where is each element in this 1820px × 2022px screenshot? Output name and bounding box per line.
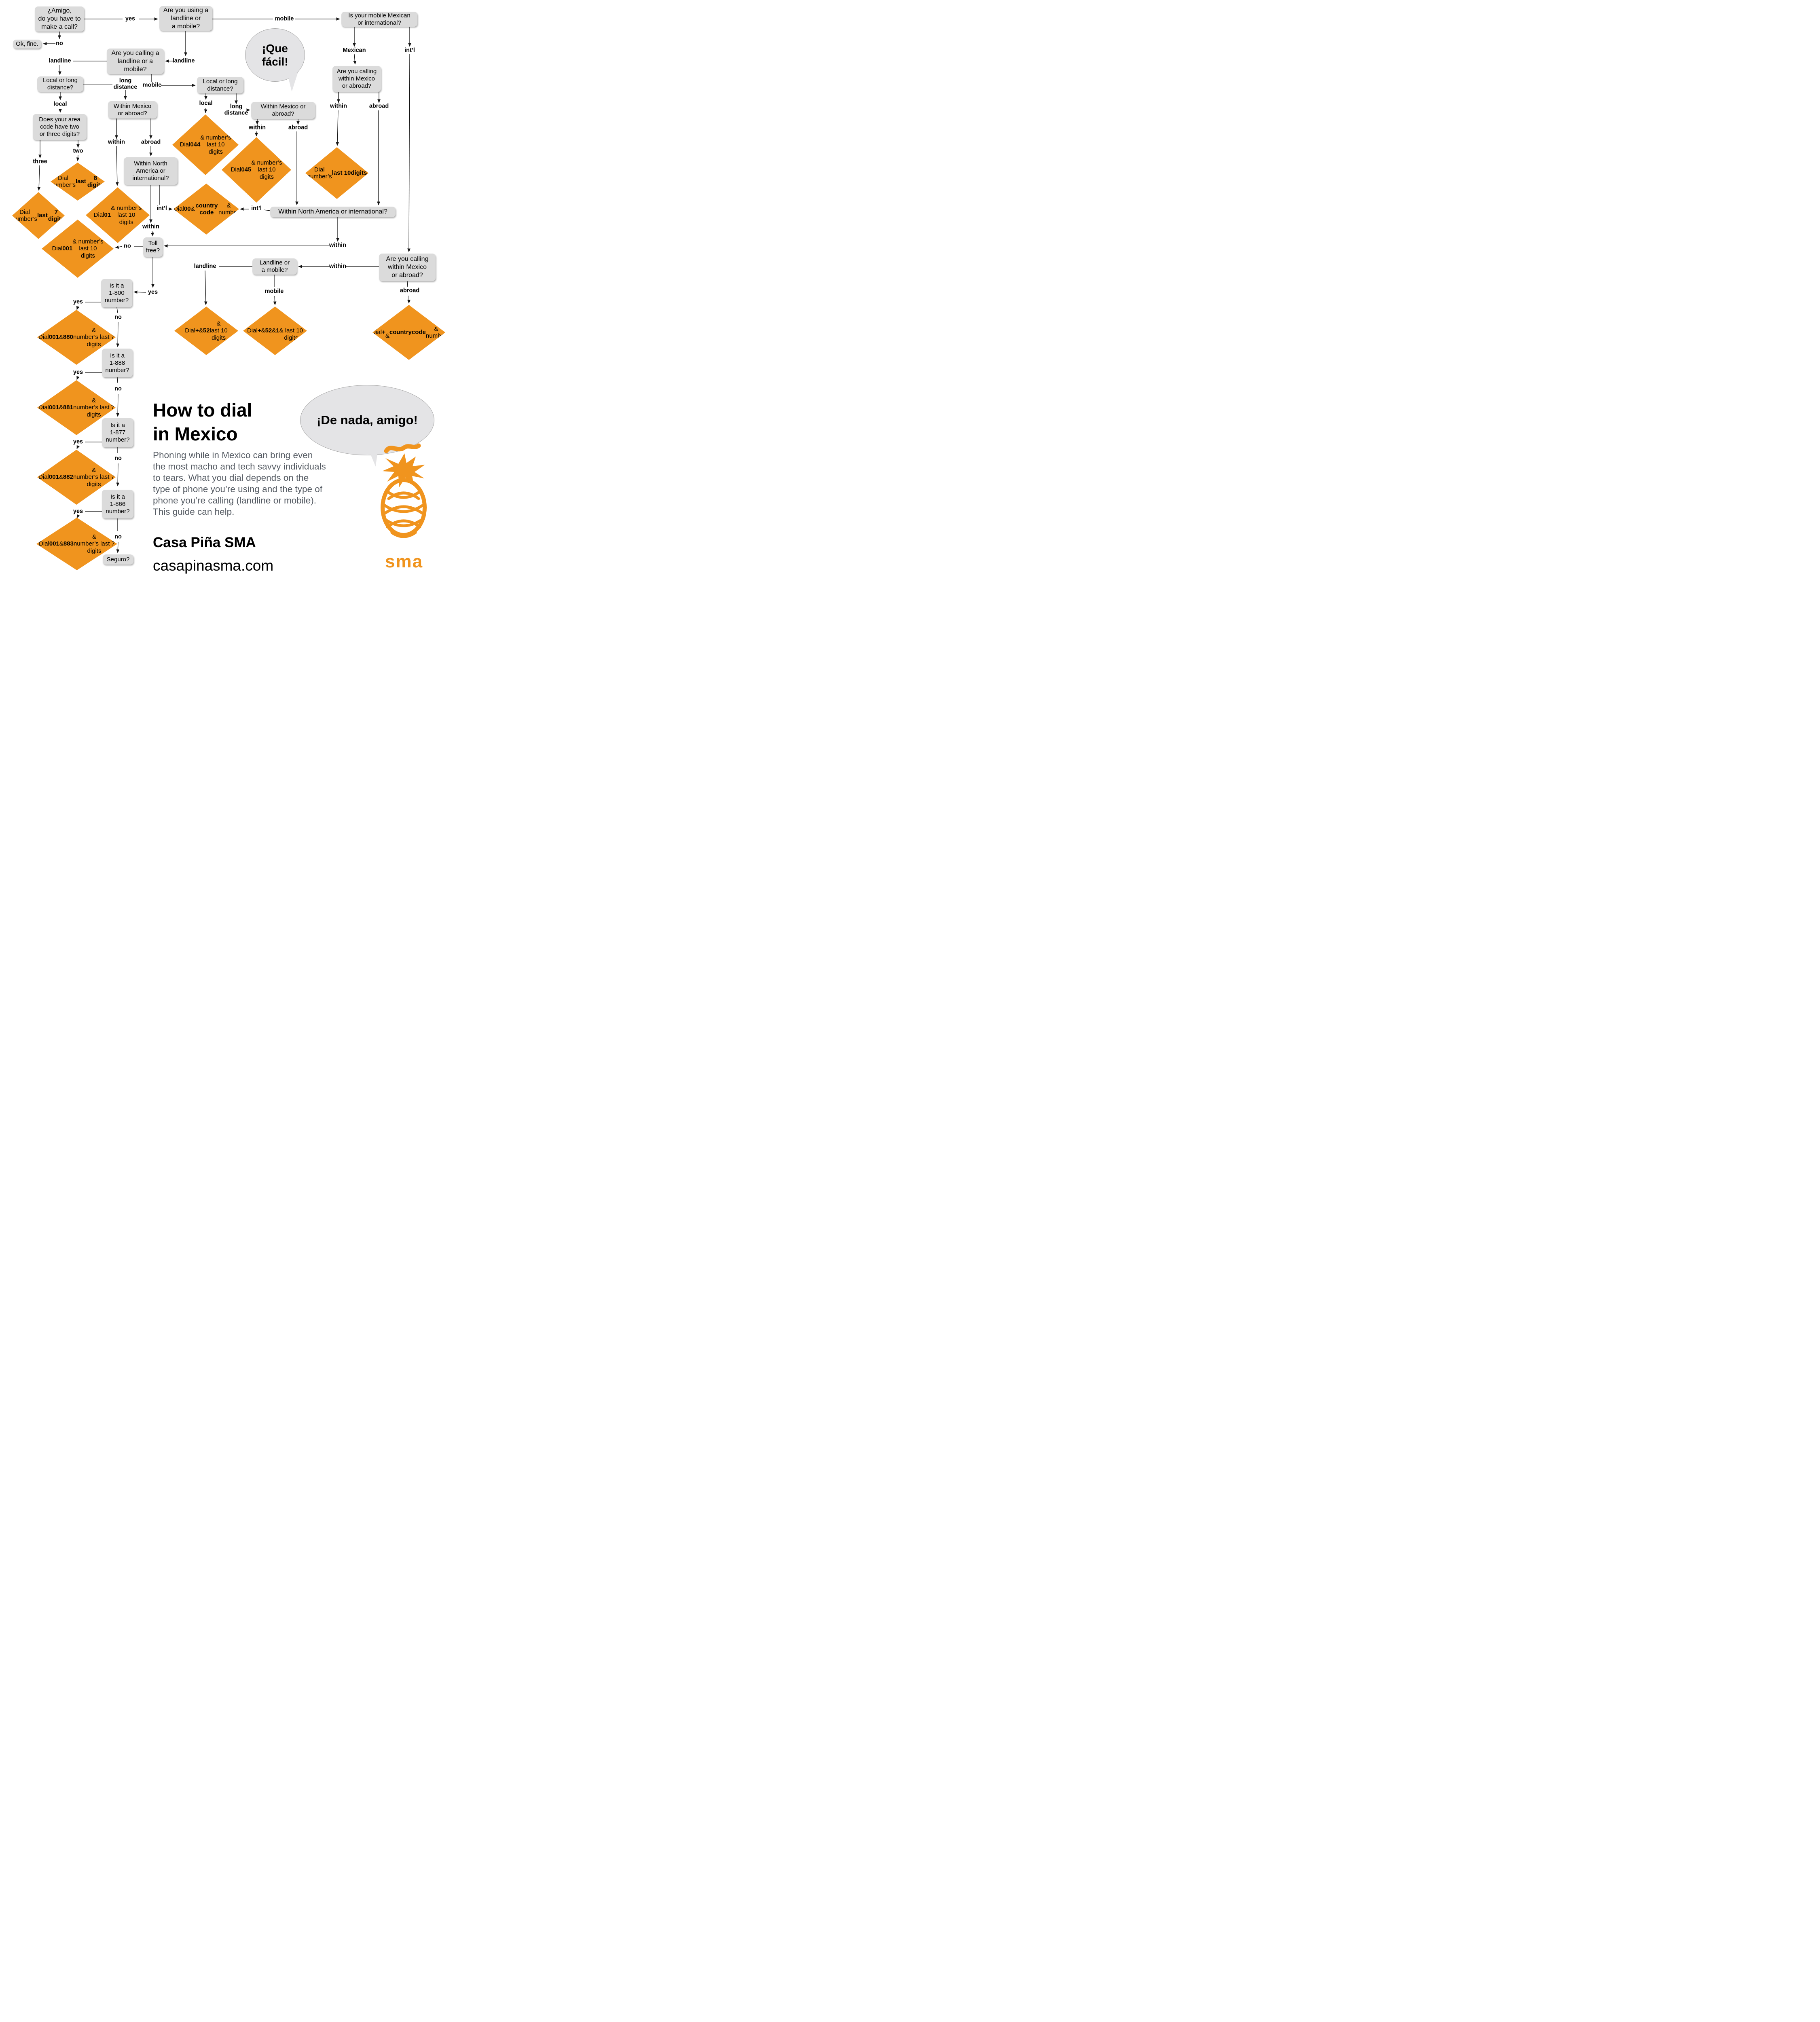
brand-website: casapinasma.com (153, 557, 274, 574)
node-question-calling-landline-or-mobile: Are you calling a landline or a mobile? (107, 49, 164, 74)
node-question-toll-free: Toll free? (143, 237, 163, 257)
edge-label-within: within (329, 263, 346, 270)
edge-label-intl: int’l (404, 47, 415, 54)
edge-label-mobile: mobile (265, 288, 284, 295)
edge-label-no: no (114, 314, 122, 321)
edge-label-no: no (114, 533, 122, 540)
node-question-local-or-long-distance-left: Local or long distance? (37, 76, 83, 92)
edge-label-three: three (33, 158, 47, 165)
node-question-make-a-call: ¿Amigo, do you have to make a call? (35, 6, 84, 32)
edge-label-within: within (329, 242, 346, 249)
node-question-within-mexico-or-abroad-left: Within Mexico or abroad? (108, 101, 157, 118)
edge-label-mexican: Mexican (343, 47, 366, 54)
edge-label-abroad: abroad (141, 139, 161, 146)
node-question-local-or-long-distance-mid: Local or long distance? (197, 77, 243, 93)
node-question-1877-number: Is it a 1-877 number? (102, 418, 133, 447)
node-question-calling-within-mexico-far-right: Are you calling within Mexico or abroad? (379, 254, 436, 281)
node-question-within-north-america-left: Within North America or international? (124, 157, 178, 185)
edge-label-abroad: abroad (369, 103, 389, 110)
flow-connectors (37, 17, 411, 553)
edge-label-intl: int’l (157, 205, 167, 212)
edge-label-yes: yes (125, 15, 135, 22)
edge-label-yes: yes (148, 289, 158, 296)
edge-label-landline: landline (172, 57, 195, 64)
edge-label-intl: int’l (251, 205, 262, 212)
edge-label-yes: yes (73, 298, 83, 305)
edge-label-yes: yes (73, 369, 83, 376)
edge-label-yes: yes (73, 438, 83, 445)
node-question-1800-number: Is it a 1-800 number? (101, 279, 132, 307)
speech-bubble-de-nada: ¡De nada, amigo! (300, 385, 434, 455)
edge-label-long-distance: long distance (113, 77, 138, 90)
edge-label-within: within (142, 223, 159, 230)
node-question-landline-or-mobile-bottom: Landline or a mobile? (252, 258, 297, 275)
node-question-within-mexico-or-abroad-mid: Within Mexico or abroad? (251, 102, 315, 119)
edge-label-local: local (53, 101, 67, 108)
poster-paragraph: Phoning while in Mexico can bring even t… (153, 450, 326, 517)
node-question-using-landline-or-mobile: Are you using a landline or a mobile? (159, 6, 212, 31)
edge-label-no: no (124, 243, 131, 250)
flowchart-canvas: ¿Amigo, do you have to make a call? Ok, … (0, 0, 455, 607)
edge-label-within: within (108, 139, 125, 146)
edge-label-abroad: abroad (288, 124, 308, 131)
edge-label-no: no (114, 455, 122, 462)
edge-label-within: within (249, 124, 266, 131)
edge-label-local: local (199, 100, 213, 107)
node-question-calling-within-mexico-mobile: Are you calling within Mexico or abroad? (332, 66, 381, 92)
node-question-1888-number: Is it a 1-888 number? (102, 349, 133, 377)
node-question-1866-number: Is it a 1-866 number? (102, 490, 133, 518)
edge-label-mobile: mobile (275, 15, 294, 22)
pineapple-logo-icon (381, 443, 427, 538)
node-question-area-code-digits: Does your area code have two or three di… (33, 114, 87, 140)
edge-label-mobile: mobile (142, 82, 162, 89)
edge-label-two: two (73, 148, 83, 154)
poster-title: How to dial in Mexico (153, 400, 252, 444)
edge-label-landline: landline (194, 263, 216, 270)
logo-text: sma (385, 552, 423, 571)
edge-label-no: no (56, 40, 63, 47)
edge-label-within: within (330, 103, 347, 110)
edge-label-long-distance: long distance (224, 103, 248, 116)
node-question-mobile-mexican-or-international: Is your mobile Mexican or international? (341, 12, 417, 27)
brand-name: Casa Piña SMA (153, 535, 256, 550)
node-question-within-north-america-wide: Within North America or international? (270, 207, 396, 217)
edge-label-landline: landline (49, 57, 71, 64)
edge-label-yes: yes (73, 508, 83, 515)
node-terminal-ok-fine: Ok, fine. (13, 40, 41, 49)
edge-label-abroad: abroad (400, 287, 420, 294)
node-terminal-seguro: Seguro? (103, 554, 133, 565)
speech-bubble-que-facil: ¡Que fácil! (245, 28, 305, 82)
edge-label-no: no (114, 385, 122, 392)
